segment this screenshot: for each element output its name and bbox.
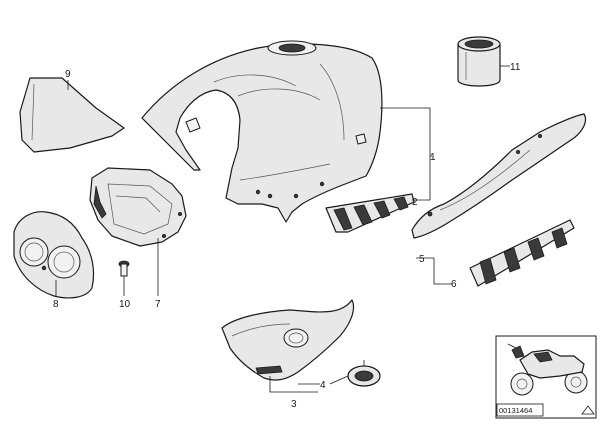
part-9-cover-pad[interactable] — [19, 77, 125, 153]
callout-11: 11 — [510, 62, 521, 73]
part-1-tank-cover[interactable] — [141, 40, 383, 223]
callout-4: 4 — [320, 380, 326, 391]
callout-3: 3 — [291, 399, 297, 410]
part-4-emblem-cap[interactable] — [347, 360, 381, 387]
location-inset: 00131464 — [495, 335, 597, 419]
callout-7: 7 — [155, 299, 161, 310]
callout-1: 1 — [430, 152, 436, 163]
motorcycle-thumbnail — [507, 343, 588, 396]
callout-10: 10 — [119, 299, 131, 310]
part-10-bolt[interactable] — [118, 260, 130, 277]
leader-lines — [55, 65, 510, 393]
callout-9: 9 — [65, 69, 71, 80]
part-7-instrument-housing[interactable] — [89, 167, 187, 247]
part-3-lower-cover[interactable] — [221, 299, 355, 381]
inset-reference-number: 00131464 — [499, 406, 532, 415]
callout-labels: 1 2 3 4 5 6 7 8 10 9 11 — [53, 62, 521, 410]
part-11-sleeve[interactable] — [457, 36, 501, 87]
corner-triangle-icon — [581, 405, 595, 415]
callout-2: 2 — [412, 197, 418, 208]
part-8-headlight-surround[interactable] — [13, 211, 95, 299]
callout-5: 5 — [419, 254, 425, 265]
part-6-decal-strip[interactable] — [469, 219, 575, 287]
callout-8: 8 — [53, 299, 59, 310]
part-2-decal-strip[interactable] — [325, 193, 415, 233]
callout-6: 6 — [451, 279, 457, 290]
part-5-side-trim[interactable] — [411, 113, 587, 239]
